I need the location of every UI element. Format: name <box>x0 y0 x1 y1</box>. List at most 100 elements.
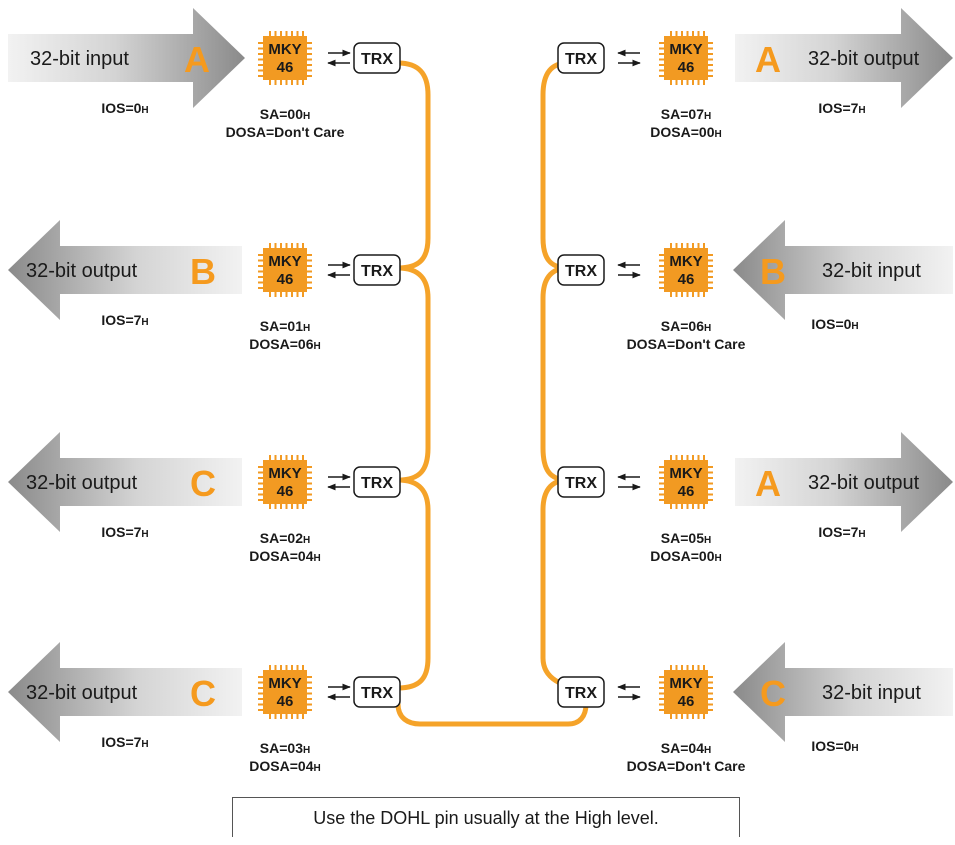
chip-pin <box>307 259 312 262</box>
chip-pin <box>258 265 263 267</box>
chip-pin <box>692 504 694 509</box>
chip-pin <box>274 504 277 509</box>
chip-pin <box>307 276 312 278</box>
chip-pin <box>692 665 694 670</box>
chip-pin <box>258 69 263 72</box>
chip-pin <box>659 692 664 695</box>
chip-pin <box>675 455 678 460</box>
trx-box: TRX <box>557 42 605 74</box>
chip-pin <box>307 676 312 678</box>
chip-pin <box>708 75 713 77</box>
chip-pin <box>269 243 271 248</box>
chip-pin <box>708 270 713 273</box>
io-arrow <box>733 642 953 742</box>
chip-pin <box>269 714 271 719</box>
chip-pin <box>697 455 700 460</box>
chip-pin <box>708 709 713 711</box>
chip-pin <box>307 488 312 490</box>
chip-pin <box>708 58 713 61</box>
chip-pin <box>274 31 277 36</box>
chip-pin <box>296 714 299 719</box>
io-arrow <box>8 8 245 108</box>
chip-pin <box>285 80 288 85</box>
chip-pin <box>280 455 282 460</box>
chip-label-line1: MKY <box>268 253 301 270</box>
chip-pin <box>307 493 312 496</box>
arrow-label: 32-bit input <box>822 682 921 704</box>
chip-pin <box>675 243 678 248</box>
chip-pin <box>659 703 664 706</box>
chip-pin <box>670 292 672 297</box>
chip-pin <box>659 687 664 689</box>
group-letter: B <box>190 251 216 292</box>
chip-pin <box>291 243 293 248</box>
chip-pin <box>659 47 664 50</box>
chip-pin <box>697 292 700 297</box>
chip-label-line1: MKY <box>669 465 702 482</box>
chip-body <box>263 670 307 714</box>
chip-label-line1: MKY <box>268 465 301 482</box>
trx-box: TRX <box>557 676 605 708</box>
chip-pin <box>258 676 263 678</box>
trx-box: TRX <box>353 466 401 498</box>
chip-pin <box>659 276 664 278</box>
io-arrow <box>735 432 953 532</box>
io-arrow <box>735 8 953 108</box>
chip-pin <box>291 504 293 509</box>
chip-pin <box>258 281 263 284</box>
chip-pin <box>708 698 713 700</box>
trx-border <box>353 42 401 74</box>
chip-pin <box>258 42 263 44</box>
chip-label-line1: MKY <box>268 675 301 692</box>
chip-pin <box>307 69 312 72</box>
dosa-value: DOSA=Don't Care <box>627 336 746 352</box>
chip-pin <box>280 243 282 248</box>
chip-pin <box>681 80 683 85</box>
chip-pin <box>291 80 293 85</box>
arrow-label: 32-bit output <box>26 472 138 494</box>
chip-pin <box>258 53 263 55</box>
chip-pin <box>708 287 713 289</box>
chip-pin <box>681 455 683 460</box>
chip-pin <box>296 31 299 36</box>
chip-pin <box>692 455 694 460</box>
dosa-value: DOSA=Don't Care <box>226 124 345 140</box>
chip-pin <box>258 466 263 468</box>
chip-pin <box>697 243 700 248</box>
chip-pin <box>659 466 664 468</box>
io-arrow <box>8 220 242 320</box>
chip-pin <box>686 504 689 509</box>
sa-value: SA=07H <box>661 106 711 122</box>
chip-label-line1: MKY <box>669 253 702 270</box>
chip-pin <box>681 714 683 719</box>
chip-pin <box>274 80 277 85</box>
chip-pin <box>307 64 312 66</box>
sa-value: SA=06H <box>661 318 711 334</box>
group-letter: A <box>755 39 781 80</box>
chip-pin <box>703 665 705 670</box>
chip-pin <box>659 42 664 44</box>
chip-pin <box>307 254 312 256</box>
chip-pin <box>692 31 694 36</box>
chip-pin <box>659 254 664 256</box>
trx-label: TRX <box>361 475 393 492</box>
chip-pin <box>302 504 304 509</box>
chip-pin <box>708 265 713 267</box>
chip-pin <box>708 703 713 706</box>
chip-pin <box>708 482 713 485</box>
chip-pin <box>307 281 312 284</box>
chip-pin <box>659 709 664 711</box>
chip-pin <box>296 243 299 248</box>
cable-layer <box>395 60 589 727</box>
dosa-value: DOSA=00H <box>650 124 721 140</box>
trx-box: TRX <box>353 254 401 286</box>
chip-pin <box>258 75 263 77</box>
chip-pin <box>307 42 312 44</box>
chip-pin <box>307 75 312 77</box>
chip-pin <box>708 64 713 66</box>
chip-pin <box>296 504 299 509</box>
